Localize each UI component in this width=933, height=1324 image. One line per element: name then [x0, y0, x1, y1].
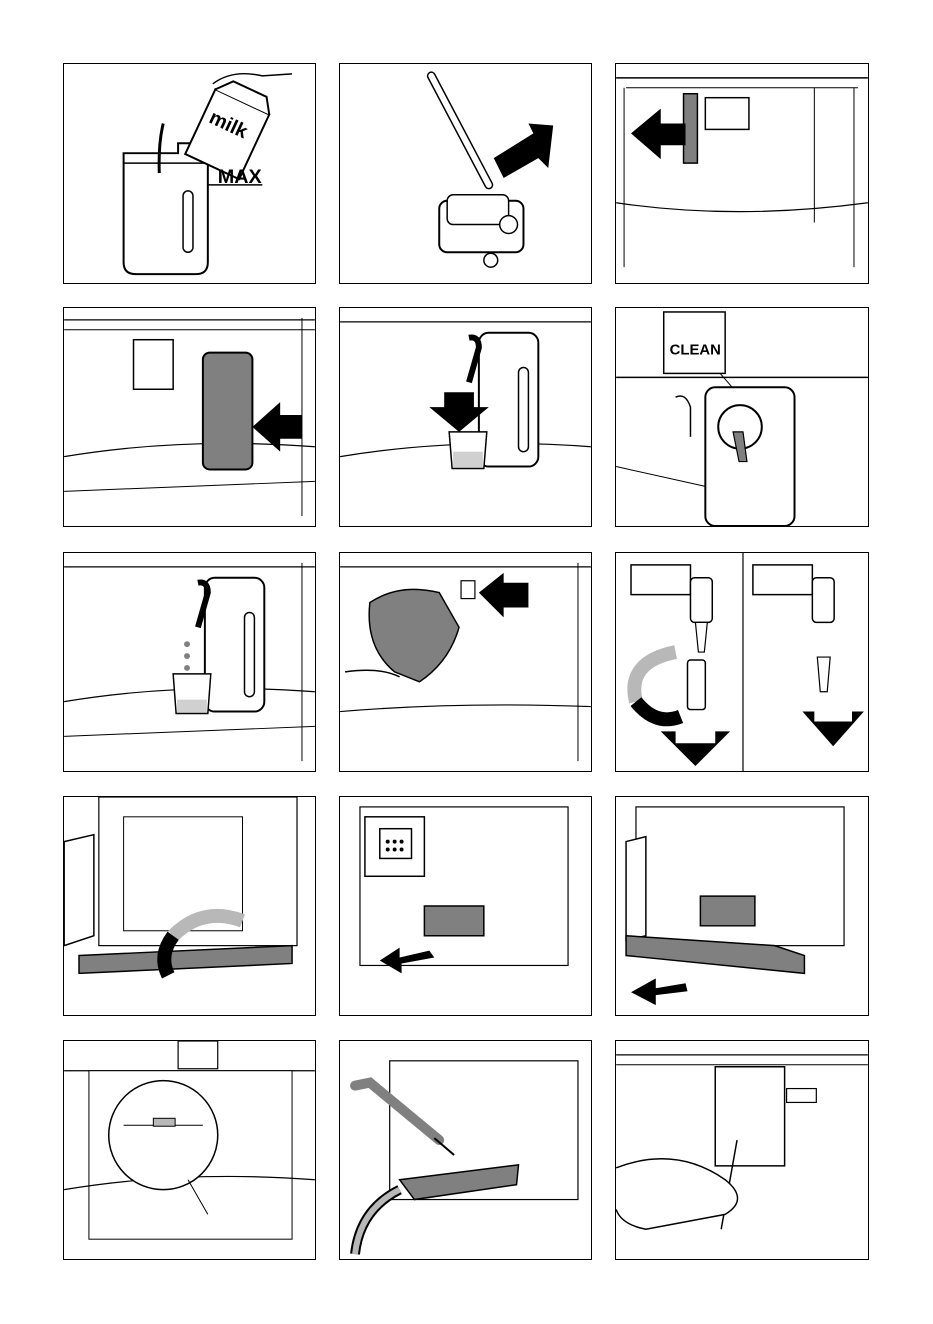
hand-icon	[616, 1159, 737, 1229]
illustration-needle-clean	[616, 1041, 868, 1259]
illustration-fill-milk: milk MAX	[64, 64, 315, 283]
max-label: MAX	[218, 166, 263, 188]
illustration-insert-container	[64, 308, 315, 526]
arrow-down-icon	[802, 712, 863, 747]
step-panel-1-fill-milk: milk MAX	[63, 63, 316, 284]
step-panel-2-tube-insert	[339, 63, 592, 284]
arrow-left-icon	[631, 978, 687, 1005]
step-panel-13-inspect-detail	[63, 1040, 316, 1260]
illustration-brush-vacuum	[340, 1041, 591, 1259]
step-panel-12-pull-drip-tray	[615, 796, 869, 1016]
step-panel-15-needle-clean	[615, 1040, 869, 1260]
step-panel-9-disassemble-spout	[615, 552, 869, 772]
step-panel-8-wipe-cloth	[339, 552, 592, 772]
illustration-tube-insert	[340, 64, 591, 283]
illustration-clean-position: CLEAN	[616, 308, 868, 526]
illustration-open-door	[64, 797, 315, 1015]
step-panel-5-water-glass	[339, 307, 592, 527]
rotate-arrow-icon	[636, 702, 681, 720]
illustration-pull-drip-tray	[616, 797, 868, 1015]
illustration-water-glass	[340, 308, 591, 526]
step-panel-11-remove-tray	[339, 796, 592, 1016]
clean-label: CLEAN	[670, 343, 721, 359]
arrow-down-icon	[661, 731, 730, 766]
step-panel-7-drip	[63, 552, 316, 772]
illustration-remove-tray	[340, 797, 591, 1015]
arrow-icon	[494, 123, 553, 178]
grounds-container-icon	[380, 829, 412, 859]
illustration-remove-spout	[616, 64, 868, 283]
step-panel-3-remove-spout	[615, 63, 869, 284]
cloth-icon	[369, 589, 459, 681]
step-panel-14-brush-vacuum	[339, 1040, 592, 1260]
illustration-inspect-detail	[64, 1041, 315, 1259]
zoom-detail-circle	[109, 1081, 218, 1190]
arrow-left-icon	[631, 109, 686, 160]
step-panel-6-clean-position: CLEAN	[615, 307, 869, 527]
illustration-drip	[64, 553, 315, 771]
arrow-left-icon	[479, 573, 529, 618]
illustration-disassemble-spout	[616, 553, 868, 771]
step-panel-4-insert-container	[63, 307, 316, 527]
illustration-wipe-cloth	[340, 553, 591, 771]
step-panel-10-open-door	[63, 796, 316, 1016]
